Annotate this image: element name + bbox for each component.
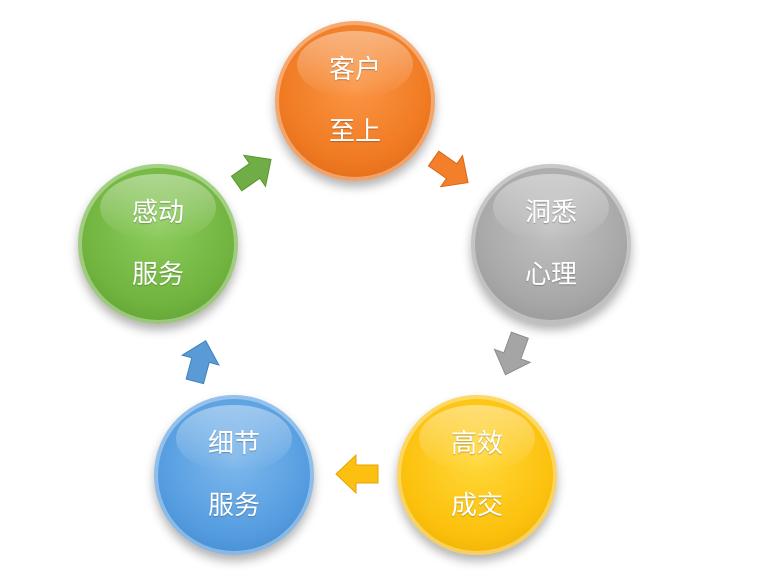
node-label-line2: 服务: [131, 260, 184, 290]
node-understand-psychology: 洞悉 心理: [471, 164, 631, 324]
node-label-line1: 细节: [207, 429, 260, 459]
arrow-bottomleft-to-left: [180, 340, 220, 385]
node-label-line1: 感动: [131, 198, 184, 228]
arrow-right-to-bottom: [493, 331, 532, 376]
arrow-bottom-to-bottomleft: [335, 453, 379, 495]
node-customer-first: 客户 至上: [275, 21, 435, 181]
node-touching-service: 感动 服务: [78, 164, 238, 324]
node-label-line1: 客户: [328, 55, 381, 85]
node-label-line2: 心理: [524, 260, 577, 290]
node-label-line2: 服务: [207, 491, 260, 521]
arrow-left-to-top: [230, 154, 272, 192]
arrow-top-to-right: [427, 150, 469, 188]
node-detail-service: 细节 服务: [154, 395, 314, 555]
node-label-line1: 洞悉: [524, 198, 577, 228]
node-label-line2: 至上: [328, 117, 381, 147]
node-label-line2: 成交: [450, 491, 503, 521]
node-label-line1: 高效: [450, 429, 503, 459]
node-efficient-deal: 高效 成交: [397, 395, 557, 555]
